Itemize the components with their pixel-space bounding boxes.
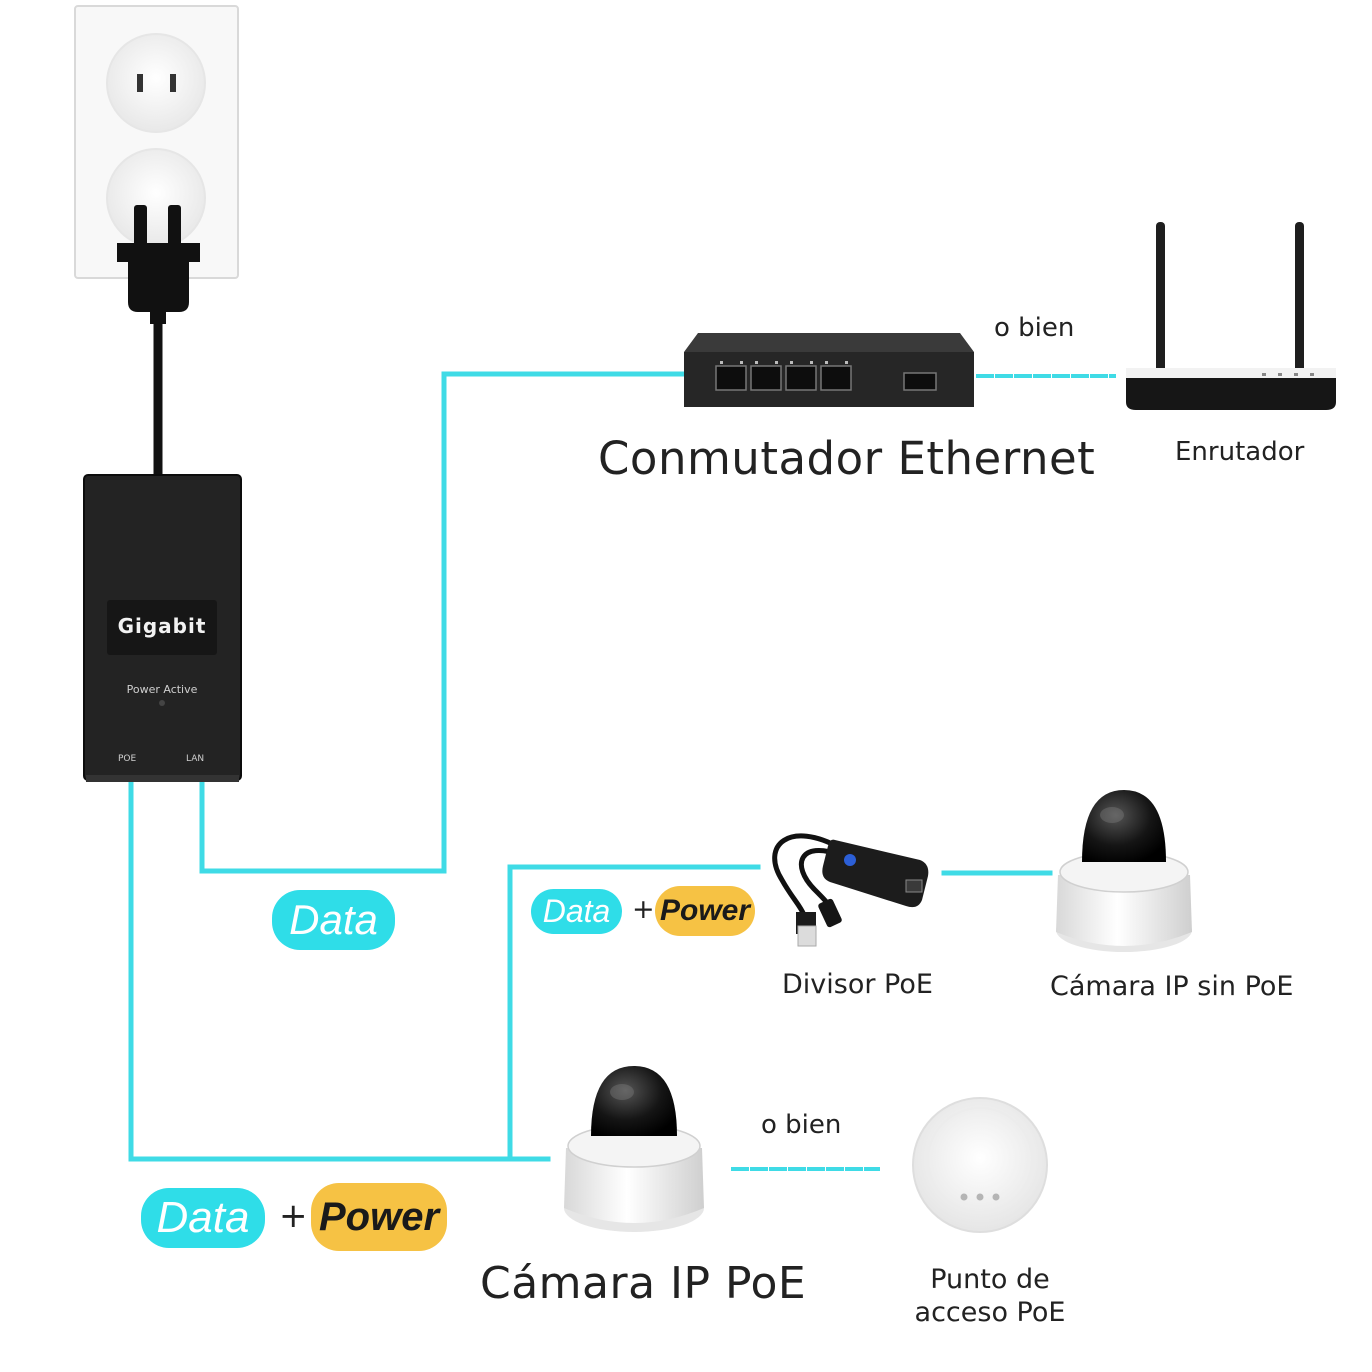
- switch-label: Conmutador Ethernet: [598, 432, 1096, 485]
- power-tag: Power: [311, 1183, 447, 1251]
- access-point-label-line2: acceso PoE: [914, 1297, 1066, 1328]
- injector-status-label: Power Active: [126, 683, 198, 696]
- poe-camera-label: Cámara IP PoE: [480, 1258, 807, 1309]
- wall-outlet-icon: [74, 5, 239, 279]
- injector-port-lan-label: LAN: [186, 754, 205, 764]
- dome-camera-icon: [1056, 790, 1192, 952]
- dome-camera-icon: [564, 1066, 704, 1232]
- or-label-bottom: o bien: [761, 1110, 842, 1140]
- injector-brand-label: Gigabit: [117, 614, 207, 638]
- data-tag: Data: [141, 1188, 265, 1248]
- or-label-top: o bien: [994, 313, 1075, 343]
- power-plug-icon: [117, 205, 200, 476]
- cable-lines: [128, 371, 1116, 1171]
- access-point-icon: [912, 1097, 1048, 1233]
- plus-sign: +: [632, 894, 655, 925]
- poe-splitter-icon: [772, 833, 929, 947]
- plus-sign: +: [279, 1196, 308, 1236]
- data-tag: Data: [272, 890, 395, 950]
- router-label: Enrutador: [1175, 437, 1305, 467]
- cable-to-splitter: [507, 864, 761, 1162]
- cable-injector-to-poe-camera: [128, 780, 551, 1162]
- injector-port-poe-label: POE: [118, 754, 137, 764]
- cable-injector-to-switch: [199, 371, 689, 874]
- splitter-label: Divisor PoE: [782, 969, 933, 1000]
- access-point-label-line1: Punto de: [930, 1264, 1050, 1295]
- ethernet-switch-icon: [684, 333, 974, 407]
- non-poe-camera-label: Cámara IP sin PoE: [1050, 971, 1294, 1002]
- power-tag: Power: [655, 886, 755, 936]
- poe-injector-icon: [83, 474, 242, 782]
- data-tag: Data: [531, 889, 622, 934]
- router-icon: [1126, 222, 1336, 410]
